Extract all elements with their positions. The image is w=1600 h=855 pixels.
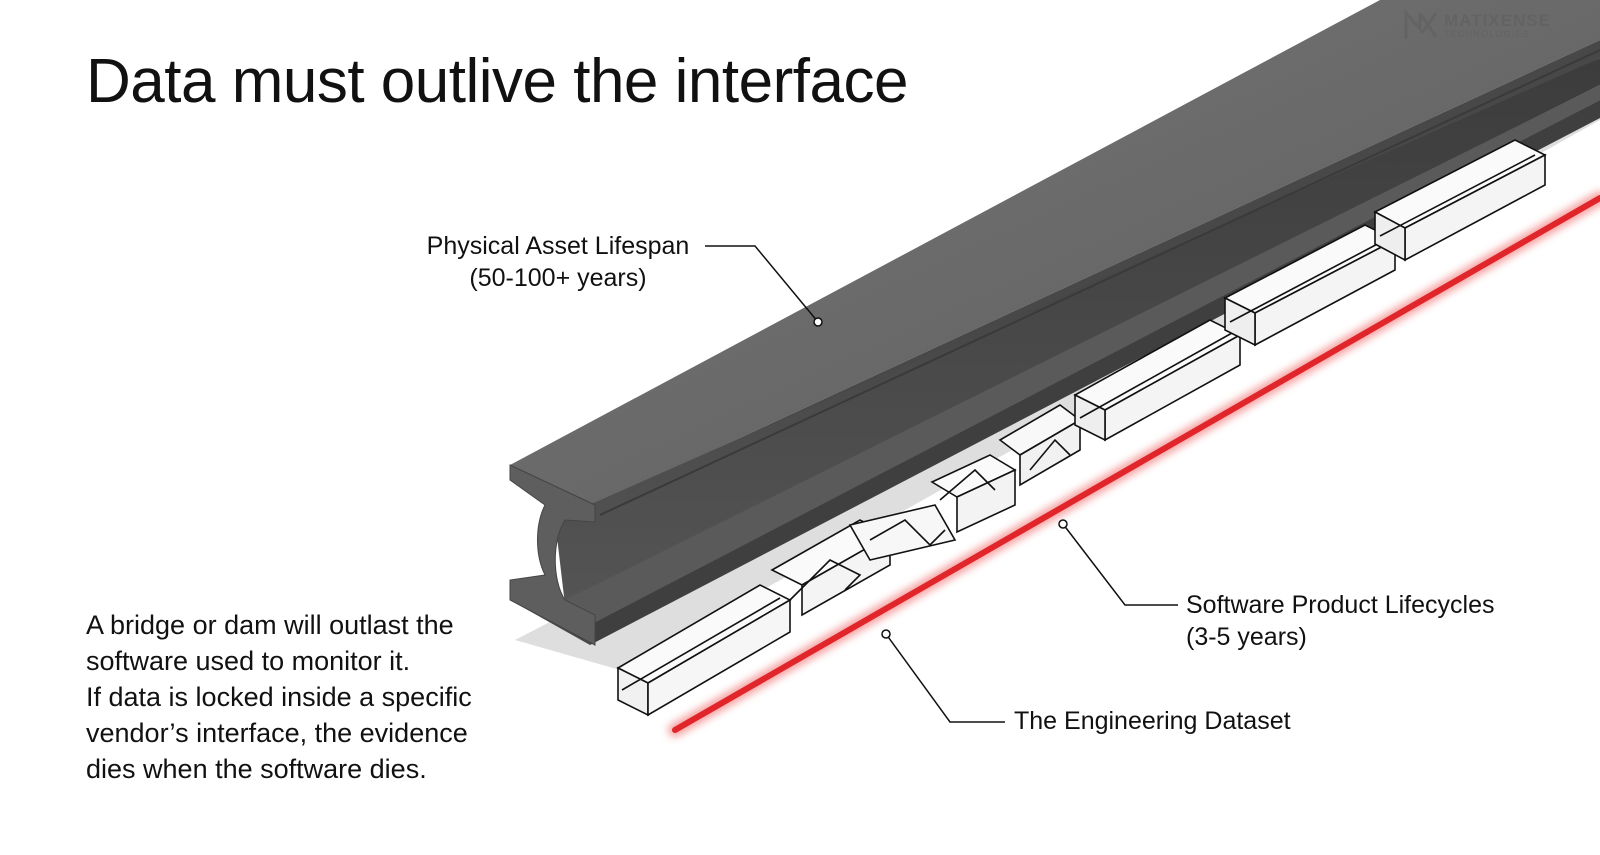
body-line: software used to monitor it. xyxy=(86,646,411,676)
lifecycle-segment xyxy=(930,404,1082,534)
leader-physical-asset xyxy=(705,245,819,323)
label-software-lifecycles: Software Product Lifecycles (3-5 years) xyxy=(1186,589,1494,653)
leader-dataset xyxy=(885,633,1005,723)
dataset-line xyxy=(672,195,1600,733)
label-software-lifecycles-line2: (3-5 years) xyxy=(1186,623,1307,651)
body-line: A bridge or dam will outlast the xyxy=(86,610,454,640)
body-line: If data is locked inside a specific xyxy=(86,682,472,712)
callout-leaders xyxy=(705,245,1178,723)
nx-logo-icon xyxy=(1404,9,1438,39)
logo-name: MATIXENSE xyxy=(1444,10,1551,30)
body-line: dies when the software dies. xyxy=(86,754,427,784)
lifecycle-segment xyxy=(1073,319,1242,442)
label-physical-asset: Physical Asset Lifespan (50-100+ years) xyxy=(418,230,698,294)
lifecycle-segment xyxy=(1223,224,1397,347)
physical-asset-beam xyxy=(509,0,1600,646)
lifecycle-segment xyxy=(770,504,957,617)
body-line: vendor’s interface, the evidence xyxy=(86,718,468,748)
label-physical-asset-line2: (50-100+ years) xyxy=(469,264,647,292)
page-title: Data must outlive the interface xyxy=(86,47,908,116)
body-paragraph: A bridge or dam will outlast the softwar… xyxy=(86,607,546,787)
lifecycle-segment xyxy=(616,584,792,717)
leader-software-lifecycles xyxy=(1062,523,1178,606)
label-dataset: The Engineering Dataset xyxy=(1014,705,1291,737)
software-lifecycle-segments xyxy=(616,139,1547,717)
label-software-lifecycles-line1: Software Product Lifecycles xyxy=(1186,591,1495,619)
company-logo: MATIXENSE TECHNOLOGIES xyxy=(1404,8,1554,42)
label-dataset-line1: The Engineering Dataset xyxy=(1014,707,1291,735)
logo-subtitle: TECHNOLOGIES xyxy=(1444,28,1530,39)
lifecycle-segment xyxy=(1373,139,1547,262)
label-physical-asset-line1: Physical Asset Lifespan xyxy=(426,232,690,260)
